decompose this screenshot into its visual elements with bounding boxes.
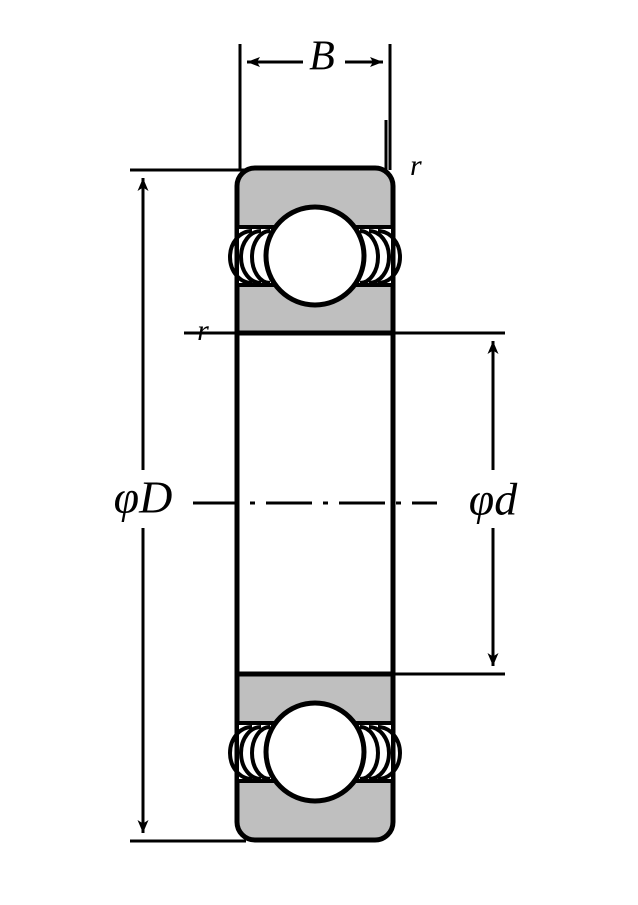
- bottom-rolling-ball: [263, 700, 367, 804]
- dimension-phiD: φD: [114, 168, 246, 843]
- bearing-body: [228, 165, 402, 843]
- callout-r-top-right: r: [384, 120, 422, 182]
- top-left-seal-arcs: [228, 229, 271, 285]
- top-rolling-ball: [263, 204, 367, 308]
- top-right-seal-arcs: [359, 229, 402, 285]
- bottom-left-seal-arcs: [228, 725, 271, 781]
- bottom-ring-assembly: [228, 671, 402, 843]
- bottom-right-seal-arcs: [359, 725, 402, 781]
- label-B: B: [309, 34, 335, 80]
- callout-r-mid-left: r: [184, 314, 240, 347]
- label-r-mid: r: [197, 314, 209, 347]
- label-r-top: r: [410, 149, 422, 182]
- dimension-B: B: [238, 34, 392, 170]
- top-ring-assembly: [228, 165, 402, 336]
- label-phid: φd: [469, 474, 518, 525]
- label-phiD: φD: [114, 472, 173, 523]
- dimension-phid: φd: [393, 331, 518, 676]
